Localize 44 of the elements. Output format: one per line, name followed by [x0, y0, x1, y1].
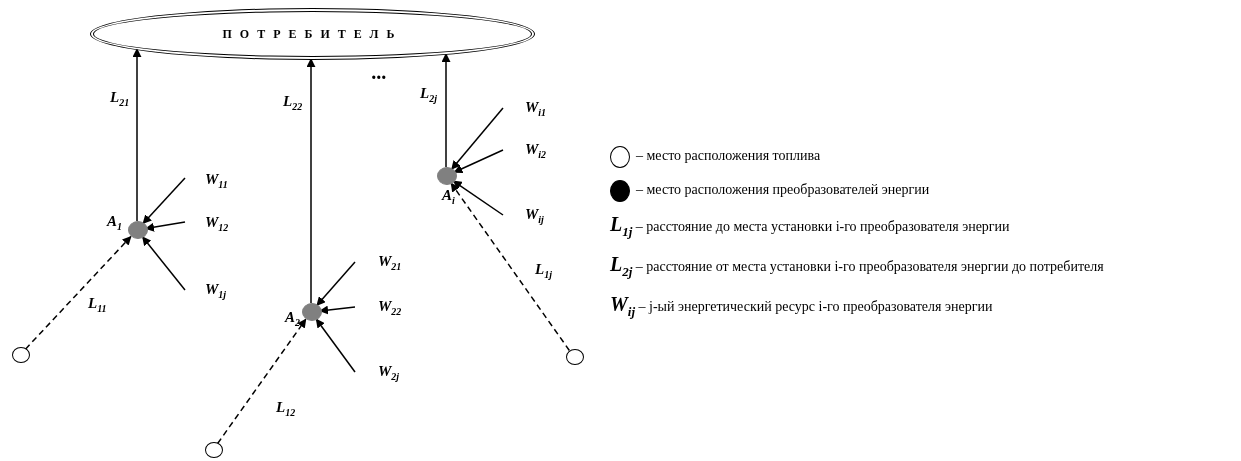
arrow	[142, 177, 186, 225]
edge-label: W$_{11}$	[205, 172, 228, 190]
converter-dot	[437, 167, 457, 185]
edge-label: W$_{1j}$	[205, 282, 227, 300]
arrow	[145, 221, 186, 232]
edge-label: L$_{1j}$	[535, 262, 552, 280]
node-title: ПОТРЕБИТЕЛЬ	[222, 26, 403, 42]
arrow	[216, 318, 307, 445]
arrow	[315, 318, 356, 373]
arrow	[306, 58, 316, 304]
fuel-circle	[205, 442, 223, 458]
fuel-circle	[566, 349, 584, 365]
edge-label: L$_{22}$	[283, 94, 303, 112]
converter-dot	[128, 221, 148, 239]
edge-label: W$_{12}$	[205, 215, 229, 233]
legend-text: W$_{ij}$ – j-ый энергетический ресурс i-го преобразователя энергии	[610, 294, 993, 321]
arrow	[450, 182, 571, 352]
edge-label: W$_{i1}$	[525, 100, 547, 118]
ellipsis-mark: ...	[372, 62, 387, 82]
arrow	[453, 149, 504, 173]
converter-dot	[302, 303, 322, 321]
node-label: A$_{1}$	[107, 214, 122, 232]
legend-text: L$_{2j}$ – расстояние от места установки i-го преобразователя энергии до потребителя	[610, 254, 1104, 281]
arrow	[451, 107, 504, 170]
arrow	[452, 180, 504, 216]
edge-label: W$_{22}$	[378, 299, 402, 317]
arrow	[24, 235, 132, 350]
edge-label: L$_{11}$	[88, 296, 107, 314]
edge-label: L$_{12}$	[276, 400, 296, 418]
fuel-circle	[12, 347, 30, 363]
edge-label: W$_{i2}$	[525, 142, 547, 160]
legend-text: L$_{1j}$ – расстояние до места установки i-го преобразователя энергии	[610, 214, 1010, 241]
arrow	[316, 261, 356, 306]
node-label: A$_{i}$	[442, 188, 455, 206]
legend-text: – место расположения топлива	[636, 147, 821, 165]
arrow	[132, 48, 142, 222]
node-label: A$_{2}$	[285, 310, 300, 328]
edge-label: W$_{ij}$	[525, 207, 544, 225]
edge-label: L$_{21}$	[110, 90, 130, 108]
edge-label: W$_{21}$	[378, 254, 402, 272]
edge-label: W$_{2j}$	[378, 364, 400, 382]
legend-text: – место расположения преобразователей энергии	[636, 181, 930, 199]
arrow	[141, 236, 186, 291]
edge-label: L$_{2j}$	[420, 86, 437, 104]
